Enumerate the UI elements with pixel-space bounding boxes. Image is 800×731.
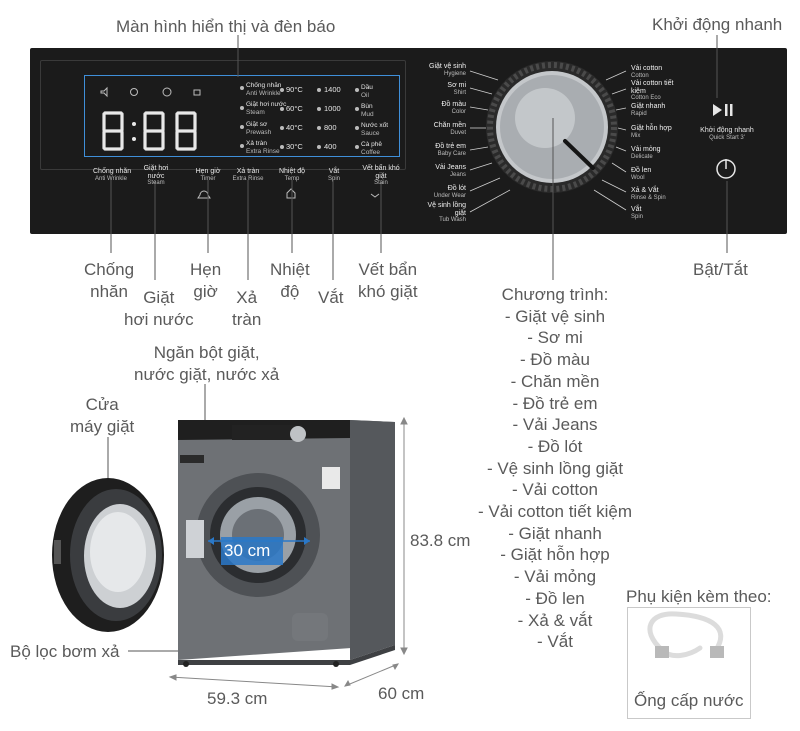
speed-800: 800 [324, 123, 337, 132]
temp-icon [286, 188, 296, 199]
stain-icon [370, 193, 380, 198]
speed-1000: 1000 [324, 104, 341, 113]
temp-40: 40°C [286, 123, 303, 132]
callout-detergent-drawer: Ngăn bột giặt,nước giặt, nước xả [134, 343, 280, 384]
dimension-depth: 60 cm [378, 684, 425, 703]
wifi-icon [162, 87, 172, 97]
accessory-box [627, 607, 751, 719]
list-item: - Đồ len [525, 588, 585, 608]
lock-icon [193, 89, 201, 96]
digit-display [102, 111, 197, 151]
speed-1400: 1400 [324, 85, 341, 94]
display-frame [40, 60, 406, 170]
accessories-title: Phụ kiện kèm theo: [626, 587, 772, 606]
list-item: - Vải cotton [512, 480, 598, 500]
list-item: - Vải Jeans [512, 415, 598, 435]
callout-spin: Vắt [318, 288, 344, 307]
programs-list: Chương trình: - Giặt vệ sinh - Sơ mi - Đ… [470, 284, 640, 653]
control-panel [30, 48, 787, 234]
display-highlight [84, 75, 400, 157]
list-item: - Xả & vắt [517, 610, 593, 630]
temp-90: 90°C [286, 85, 303, 94]
detergent-drawer [180, 455, 204, 463]
dimension-width: 59.3 cm [207, 689, 268, 708]
sound-icon [100, 86, 108, 98]
callout-power: Bật/Tắt [693, 260, 748, 279]
temp-30: 30°C [286, 142, 303, 151]
list-item: - Giặt vệ sinh [504, 306, 606, 326]
callout-filter: Bộ lọc bơm xả [10, 642, 120, 661]
programs-title: Chương trình: [501, 285, 609, 304]
list-item: - Vải cotton tiết kiệm [477, 502, 632, 522]
dimension-door: 30 cm [224, 541, 271, 560]
accessory-hose-label: Ống cấp nước [634, 691, 744, 710]
list-item: - Giặt nhanh [508, 523, 602, 543]
power-small-icon [130, 88, 138, 96]
dimension-height: 83.8 cm [410, 531, 471, 550]
temp-60: 60°C [286, 104, 303, 113]
list-item: - Đồ lót [527, 436, 583, 456]
speed-400: 400 [324, 142, 337, 151]
list-item: - Đồ màu [520, 350, 590, 370]
play-pause-icon [713, 104, 722, 116]
list-item: - Vắt [537, 632, 573, 652]
list-item: - Sơ mi [527, 328, 583, 348]
callout-display: Màn hình hiển thị và đèn báo [116, 17, 336, 36]
list-item: - Vải mỏng [513, 567, 597, 587]
timer-bell-icon [197, 190, 211, 199]
list-item: - Giặt hỗn hợp [500, 545, 610, 565]
list-item: - Đồ trẻ em [512, 393, 598, 413]
filter-cover [292, 613, 328, 641]
list-item: - Vệ sinh lồng giặt [486, 458, 624, 478]
energy-label [322, 467, 340, 489]
list-item: - Chăn mền [510, 371, 600, 391]
callout-quick-start: Khởi động nhanh [652, 15, 783, 34]
